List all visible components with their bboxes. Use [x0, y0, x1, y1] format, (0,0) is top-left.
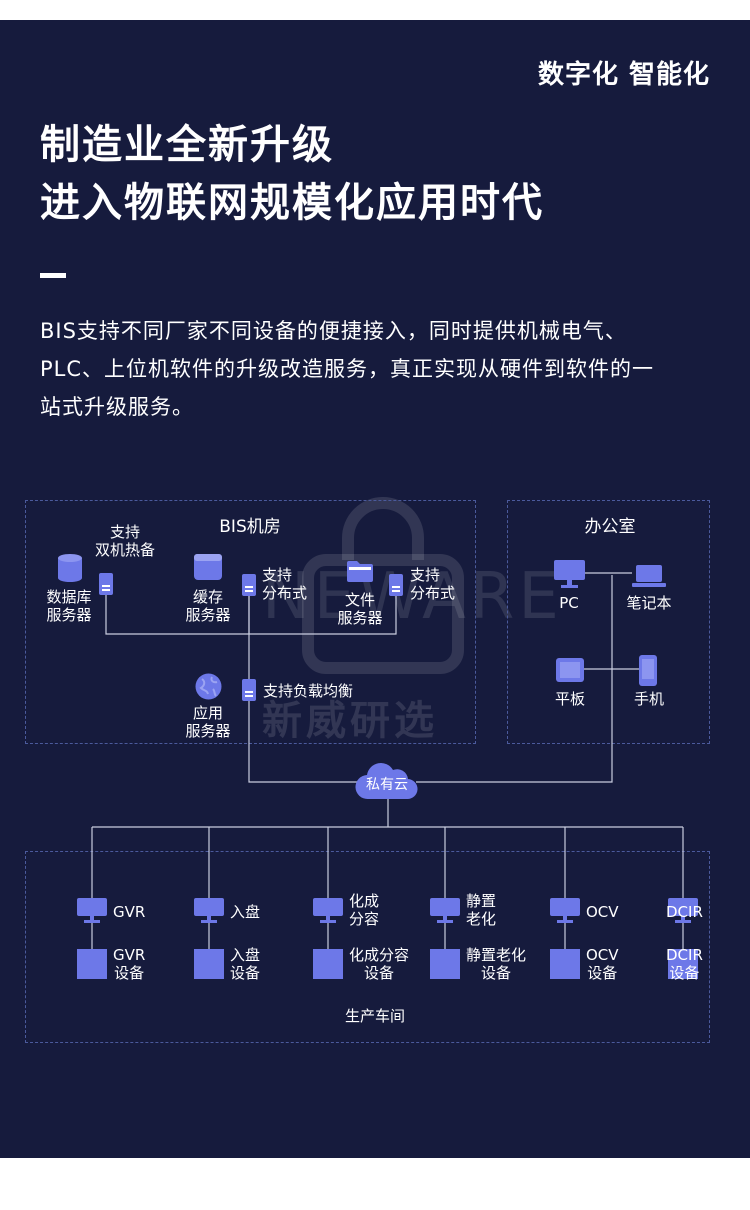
- workshop-box: [25, 851, 710, 1043]
- station-device-icon: [194, 949, 224, 979]
- database-icon: [58, 554, 82, 582]
- pc-monitor-icon: [554, 560, 585, 588]
- laptop-label: 笔记本: [626, 594, 672, 612]
- app-server-label: 应用服务器: [185, 704, 231, 740]
- station-pc-label: 入盘: [230, 903, 261, 921]
- app-server-node-icon: [242, 679, 256, 701]
- station-pc-label: OCV: [586, 903, 619, 921]
- station-device-label: 静置老化设备: [466, 946, 527, 982]
- station-pc-icon: [430, 898, 460, 923]
- station-device-label: 化成分容设备: [349, 946, 410, 982]
- file-server-node-icon: [389, 574, 403, 596]
- station-pc-label: DCIR: [666, 903, 703, 921]
- cloud-icon: [355, 762, 418, 800]
- title-divider: [40, 273, 66, 278]
- distributed-label-a: 支持分布式: [262, 566, 308, 602]
- bis-room-title: BIS机房: [219, 517, 281, 537]
- tablet-icon: [556, 658, 584, 682]
- title-line-1: 制造业全新升级: [40, 122, 334, 168]
- file-server-label: 文件服务器: [337, 591, 383, 627]
- pc-label: PC: [559, 594, 579, 612]
- header-tag: 数字化 智能化: [537, 60, 710, 90]
- station-device-icon: [550, 949, 580, 979]
- hero-panel: 数字化 智能化 制造业全新升级 进入物联网规模化应用时代 BIS支持不同厂家不同…: [0, 20, 750, 1158]
- station-pc-icon: [77, 898, 107, 923]
- station-pc-icon: [313, 898, 343, 923]
- office-title: 办公室: [584, 517, 636, 537]
- db-server-label: 数据库服务器: [46, 588, 92, 624]
- description-line-3: 站式升级服务。: [40, 395, 194, 419]
- station-pc-label: 化成分容: [349, 892, 380, 928]
- db-server-node-icon: [99, 573, 113, 595]
- station-pc-icon: [668, 898, 698, 923]
- cache-server-node-icon: [242, 574, 256, 596]
- station-device-label: 入盘设备: [230, 946, 261, 982]
- station-pc-label: 静置老化: [466, 892, 497, 928]
- station-pc-label: GVR: [113, 903, 146, 921]
- station-device-icon: [77, 949, 107, 979]
- description: BIS支持不同厂家不同设备的便捷接入，同时提供机械电气、 PLC、上位机软件的升…: [40, 312, 712, 426]
- workshop-title: 生产车间: [344, 1007, 405, 1025]
- cache-server-label: 缓存服务器: [185, 588, 231, 624]
- laptop-icon: [632, 565, 666, 587]
- description-line-2: PLC、上位机软件的升级改造服务，真正实现从硬件到软件的一: [40, 357, 655, 381]
- hot-standby-label: 支持双机热备: [94, 523, 155, 559]
- station-device-icon: [668, 949, 698, 979]
- tablet-label: 平板: [554, 690, 585, 708]
- globe-icon: [195, 673, 222, 700]
- title-line-2: 进入物联网规模化应用时代: [40, 180, 544, 226]
- cache-server-icon: [194, 554, 222, 580]
- description-line-1: BIS支持不同厂家不同设备的便捷接入，同时提供机械电气、: [40, 319, 627, 343]
- station-device-icon: [313, 949, 343, 979]
- station-pc-icon: [194, 898, 224, 923]
- distributed-label-b: 支持分布式: [410, 566, 456, 602]
- folder-icon: [347, 561, 373, 582]
- load-balance-label: 支持负载均衡: [263, 682, 354, 700]
- station-pc-icon: [550, 898, 580, 923]
- phone-icon: [639, 655, 657, 686]
- page-title: 制造业全新升级 进入物联网规模化应用时代: [40, 116, 544, 232]
- cloud-label: 私有云: [366, 777, 408, 793]
- phone-label: 手机: [633, 690, 664, 708]
- station-device-icon: [430, 949, 460, 979]
